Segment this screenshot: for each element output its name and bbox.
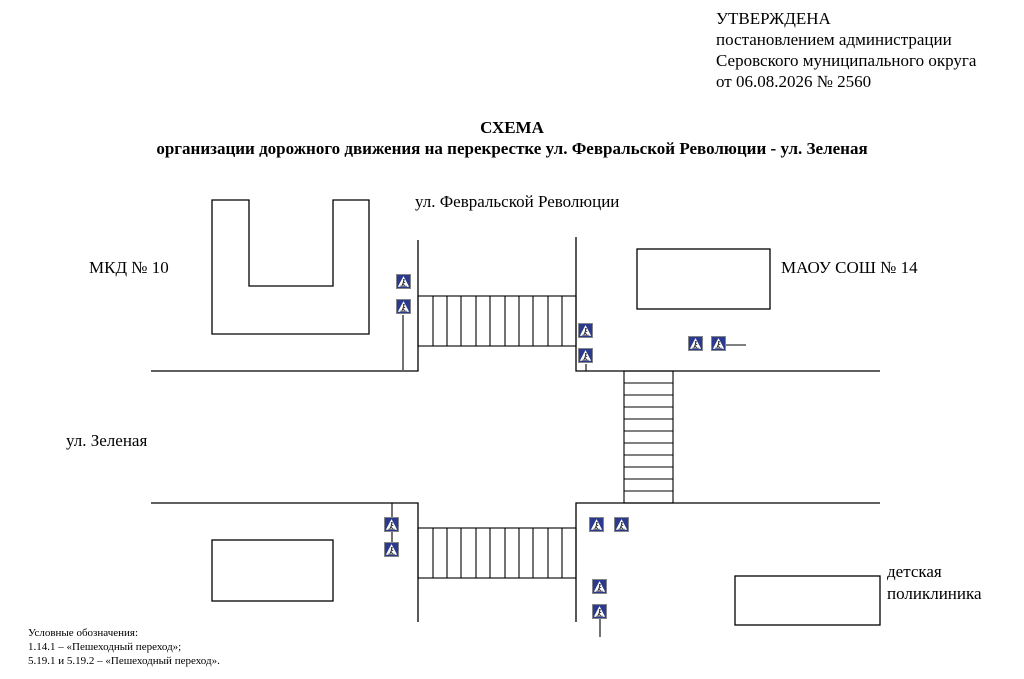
pedestrian-crossing-sign-icon [592, 604, 607, 619]
legend-item-5-19: 5.19.1 и 5.19.2 – «Пешеходный переход». [28, 655, 220, 667]
approval-line-decree: постановлением администрации [716, 30, 952, 49]
building-mkd-10 [211, 199, 370, 335]
building-label-clinic-line1: детская [887, 562, 942, 581]
building-school-14 [636, 248, 771, 310]
pedestrian-crossing-sign-icon [384, 517, 399, 532]
approval-heading: УТВЕРЖДЕНА [716, 9, 831, 28]
pedestrian-crossing-sign-icon [614, 517, 629, 532]
street-label-fevralskoy-revolyutsii: ул. Февральской Революции [415, 192, 620, 211]
approval-block: УТВЕРЖДЕНА постановлением администрации … [716, 8, 976, 92]
road-edge-south-east [575, 502, 880, 622]
pedestrian-crossing-sign-icon [688, 336, 703, 351]
pedestrian-crossing-sign-icon [592, 579, 607, 594]
street-label-zelenaya: ул. Зеленая [66, 431, 148, 450]
road-edge-north-west [151, 240, 419, 372]
scheme-subtitle: организации дорожного движения на перекр… [156, 139, 868, 158]
building-label-mkd: МКД № 10 [89, 258, 169, 277]
legend-heading: Условные обозначения: [28, 627, 139, 639]
approval-line-date-number: от 06.08.2026 № 2560 [716, 72, 872, 91]
pedestrian-crossing-sign-icon [578, 348, 593, 363]
crosswalk-south [417, 527, 577, 579]
buildings [211, 199, 881, 626]
pedestrian-crossing-sign-icon [578, 323, 593, 338]
crosswalk-east [623, 370, 674, 504]
sign-posts [391, 315, 746, 637]
road-edges [151, 237, 880, 622]
building-clinic [734, 575, 881, 626]
pedestrian-crossing-sign-icon [384, 542, 399, 557]
building-label-school: МАОУ СОШ № 14 [781, 258, 918, 277]
pedestrian-crossing-sign-icon [396, 299, 411, 314]
pedestrian-crossing-sign-icon [396, 274, 411, 289]
crosswalk-north [417, 295, 577, 347]
legend-item-1-14-1: 1.14.1 – «Пешеходный переход»; [28, 641, 182, 653]
building-label-clinic-line2: поликлиника [887, 584, 982, 603]
pedestrian-crossing-signs [384, 274, 726, 619]
pedestrian-crossing-sign-icon [589, 517, 604, 532]
legend: Условные обозначения: 1.14.1 – «Пешеходн… [28, 626, 220, 668]
building-southwest [211, 539, 334, 602]
road-edge-north-east [575, 237, 880, 372]
approval-line-authority: Серовского муниципального округа [716, 51, 977, 70]
road-edge-south-west [151, 502, 419, 622]
scheme-title: СХЕМА [480, 118, 544, 137]
pedestrian-crossing-sign-icon [711, 336, 726, 351]
